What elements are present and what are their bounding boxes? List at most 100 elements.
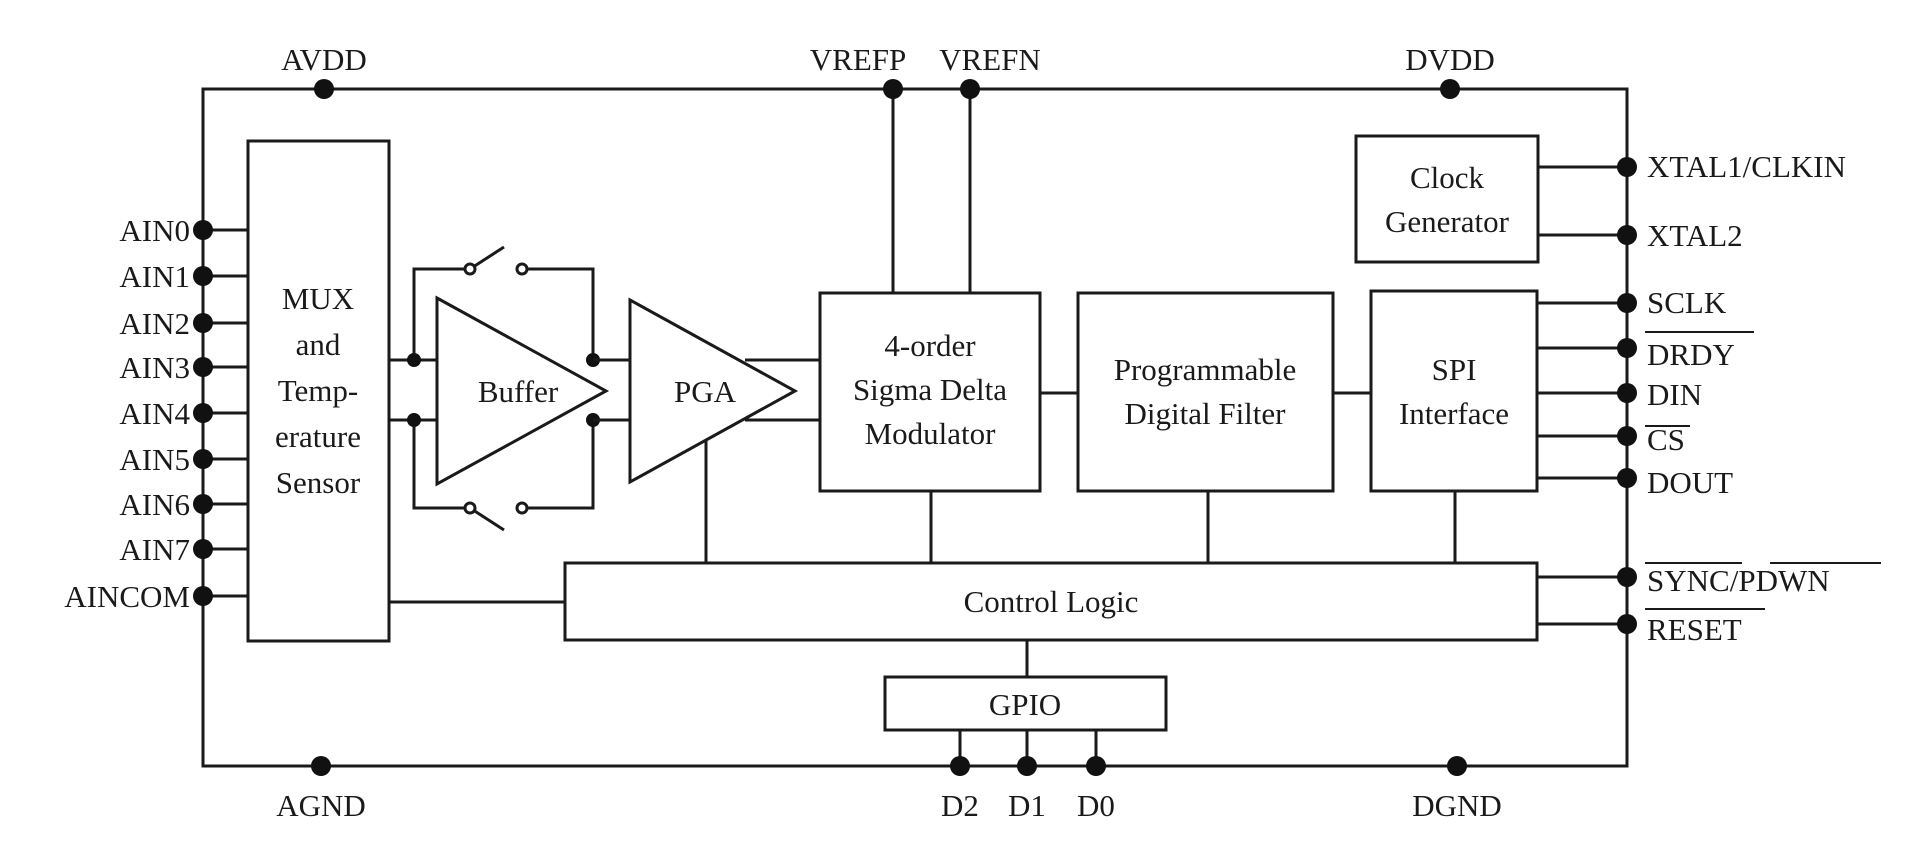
ain3-label: AIN3 bbox=[119, 350, 190, 385]
din-pin-dot bbox=[1617, 383, 1637, 403]
clock-label-line-1: Clock bbox=[1410, 160, 1485, 195]
bypass-bottom-switch bbox=[469, 506, 505, 532]
pdwn-text: PDWN bbox=[1738, 563, 1829, 598]
dout-pin-dot bbox=[1617, 468, 1637, 488]
clock-box bbox=[1354, 134, 1540, 264]
sclk-pin-dot bbox=[1617, 293, 1637, 313]
bypass-top-wire bbox=[412, 267, 595, 360]
ain0-label: AIN0 bbox=[119, 213, 190, 248]
gpio-label: GPIO bbox=[989, 687, 1061, 722]
mux-label-line-5: Sensor bbox=[276, 465, 361, 500]
switch-top-left-contact bbox=[463, 262, 477, 276]
dgnd-pin-dot bbox=[1447, 756, 1467, 776]
ain4-label: AIN4 bbox=[119, 396, 190, 431]
avdd-pin-dot bbox=[314, 79, 334, 99]
aincom-pin-dot bbox=[193, 586, 213, 606]
junction-dot bbox=[407, 413, 421, 427]
avdd-label: AVDD bbox=[281, 42, 367, 77]
filter-label-line-2: Digital Filter bbox=[1124, 396, 1286, 431]
drdy-label: DRDY bbox=[1647, 337, 1735, 372]
bypass-top-switch bbox=[469, 245, 505, 271]
filter-block: Programmable Digital Filter bbox=[1076, 291, 1371, 563]
mux-box bbox=[246, 139, 391, 643]
ain3-pin-dot bbox=[193, 357, 213, 377]
vrefp-pin-dot bbox=[883, 79, 903, 99]
clock-block: Clock Generator bbox=[1354, 134, 1540, 264]
mux-block: MUX and Temp- erature Sensor bbox=[246, 139, 391, 643]
d1-pin-dot bbox=[1017, 756, 1037, 776]
pga-triangle bbox=[628, 297, 799, 485]
gpio-block: GPIO bbox=[883, 675, 1168, 732]
xtal2-pin-dot bbox=[1617, 225, 1637, 245]
sclk-label: SCLK bbox=[1647, 285, 1727, 320]
ain7-label: AIN7 bbox=[119, 532, 190, 567]
ain1-label: AIN1 bbox=[119, 259, 190, 294]
d1-label: D1 bbox=[1008, 788, 1046, 823]
right-pin-labels: XTAL1/CLKIN XTAL2 SCLK DRDY DIN CS DOUT … bbox=[1645, 149, 1881, 647]
modulator-block: 4-order Sigma Delta Modulator bbox=[818, 291, 1078, 563]
modulator-label-line-3: Modulator bbox=[865, 416, 997, 451]
bypass-bottom-wire bbox=[412, 420, 595, 510]
agnd-pin-dot bbox=[311, 756, 331, 776]
modulator-label-line-2: Sigma Delta bbox=[853, 372, 1007, 407]
reset-pin-dot bbox=[1617, 614, 1637, 634]
control-label: Control Logic bbox=[964, 584, 1139, 619]
switch-bottom-left-contact bbox=[463, 501, 477, 515]
ain2-label: AIN2 bbox=[119, 306, 190, 341]
spi-block: SPI Interface bbox=[1369, 289, 1539, 563]
xtal1-pin-dot bbox=[1617, 157, 1637, 177]
filter-box bbox=[1076, 291, 1335, 493]
ain5-pin-dot bbox=[193, 449, 213, 469]
sync-text: SYNC bbox=[1647, 563, 1730, 598]
cs-label: CS bbox=[1647, 422, 1685, 457]
ain6-label: AIN6 bbox=[119, 487, 190, 522]
sync-pdwn-label: SYNC/PDWN bbox=[1647, 563, 1830, 598]
agnd-label: AGND bbox=[276, 788, 366, 823]
d2-pin-dot bbox=[950, 756, 970, 776]
supply-pins: AVDD DVDD VREFP VREFN AGND DGND bbox=[276, 42, 1502, 823]
xtal1-clkin-label: XTAL1/CLKIN bbox=[1647, 149, 1846, 184]
switch-top-right-contact bbox=[515, 262, 529, 276]
ain1-pin-dot bbox=[193, 266, 213, 286]
spi-label-line-1: SPI bbox=[1432, 352, 1477, 387]
vrefn-pin-dot bbox=[960, 79, 980, 99]
d0-label: D0 bbox=[1077, 788, 1115, 823]
cs-pin-dot bbox=[1617, 426, 1637, 446]
din-label: DIN bbox=[1647, 377, 1702, 412]
spi-label-line-2: Interface bbox=[1399, 396, 1509, 431]
dgnd-label: DGND bbox=[1412, 788, 1502, 823]
pga-block: PGA bbox=[628, 297, 820, 563]
switch-bottom-right-contact bbox=[515, 501, 529, 515]
buffer-to-pga-wires bbox=[593, 358, 630, 422]
buffer-block: Buffer bbox=[407, 245, 610, 532]
clock-label-line-2: Generator bbox=[1385, 204, 1510, 239]
mux-label-line-4: erature bbox=[275, 419, 361, 454]
slash-text: / bbox=[1730, 563, 1739, 598]
dvdd-pin-dot bbox=[1440, 79, 1460, 99]
sync-pin-dot bbox=[1617, 567, 1637, 587]
ain2-pin-dot bbox=[193, 313, 213, 333]
dout-label: DOUT bbox=[1647, 465, 1733, 500]
buffer-triangle bbox=[435, 295, 610, 487]
buffer-label: Buffer bbox=[478, 374, 559, 409]
control-block: Control Logic bbox=[563, 561, 1539, 677]
dvdd-label: DVDD bbox=[1405, 42, 1495, 77]
reset-label: RESET bbox=[1647, 612, 1742, 647]
modulator-label-line-1: 4-order bbox=[884, 328, 976, 363]
ain4-pin-dot bbox=[193, 403, 213, 423]
vrefn-label: VREFN bbox=[939, 42, 1041, 77]
filter-label-line-1: Programmable bbox=[1114, 352, 1297, 387]
aincom-label: AINCOM bbox=[64, 579, 190, 614]
xtal2-label: XTAL2 bbox=[1647, 218, 1743, 253]
gpio-box bbox=[883, 675, 1168, 732]
ain5-label: AIN5 bbox=[119, 442, 190, 477]
ain6-pin-dot bbox=[193, 494, 213, 514]
mux-label-line-3: Temp- bbox=[278, 373, 358, 408]
spi-box bbox=[1369, 289, 1539, 493]
pga-label: PGA bbox=[674, 374, 737, 409]
vrefp-label: VREFP bbox=[810, 42, 906, 77]
mux-label-line-1: MUX bbox=[282, 281, 354, 316]
